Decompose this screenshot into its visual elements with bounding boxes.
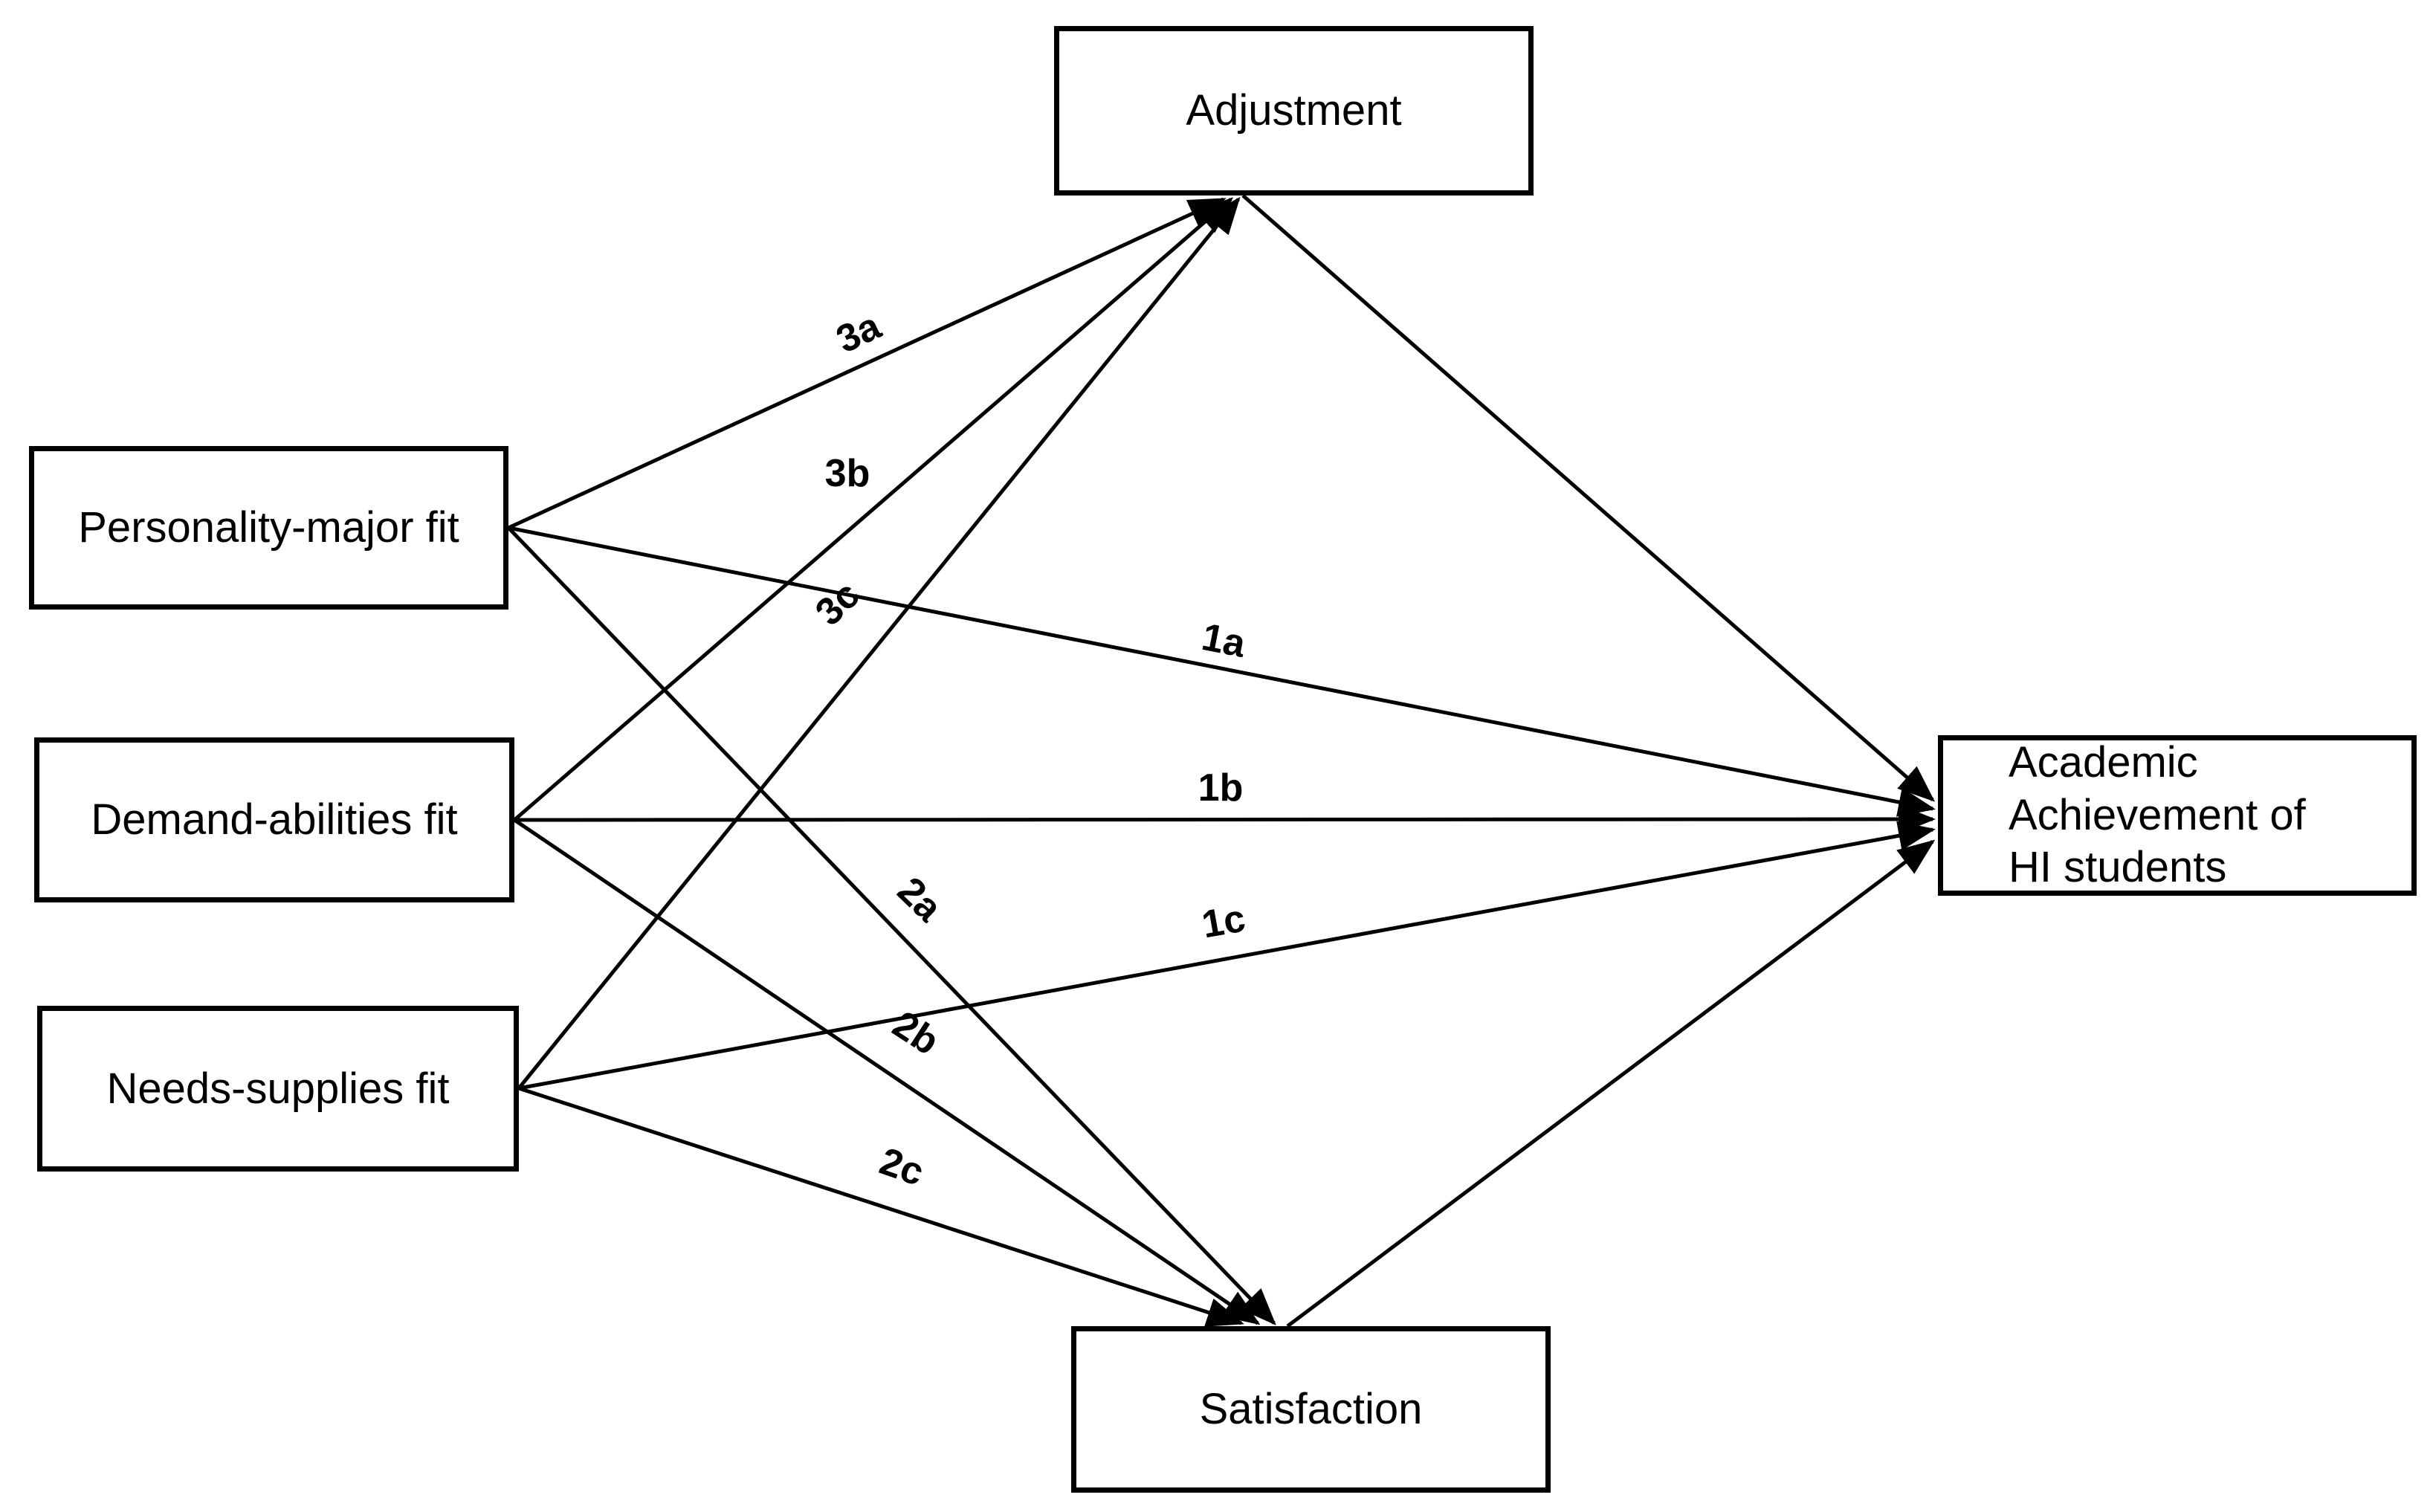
edge-line-3a-personality-to-adjustment [507, 197, 1227, 530]
edge-line-satisfaction-to-academic [1286, 839, 1936, 1328]
edge-line-adjustment-to-academic [1241, 194, 1936, 802]
path-label-1a: 1a [1198, 616, 1249, 666]
edge-line-1a-personality-to-academic [508, 526, 1936, 817]
node-needs-supplies-fit: Needs-supplies fit [37, 1006, 519, 1172]
edge-line-2b-demand-to-satisfaction [513, 818, 1261, 1325]
edge-line-2c-needs-to-satisfaction [518, 1086, 1244, 1327]
edge-line-3b-demand-to-adjustment [513, 197, 1234, 821]
path-label-3b: 3b [824, 452, 870, 495]
node-adjustment: Adjustment [1054, 26, 1534, 196]
path-label-1b: 1b [1198, 766, 1244, 810]
node-academic-achievement: Academic Achievement of HI students [1938, 735, 2417, 896]
node-demand-abilities-fit: Demand-abilities fit [34, 737, 514, 902]
edge-line-3c-needs-to-adjustment [517, 196, 1241, 1090]
edge-line-1c-needs-to-academic [518, 821, 1936, 1091]
path-label-1c: 1c [1198, 896, 1249, 947]
edge-line-2a-personality-to-satisfaction [507, 526, 1276, 1325]
edge-line-1b-demand-to-academic [514, 804, 1936, 835]
node-satisfaction: Satisfaction [1071, 1326, 1551, 1493]
node-personality-major-fit: Personality-major fit [29, 446, 508, 610]
